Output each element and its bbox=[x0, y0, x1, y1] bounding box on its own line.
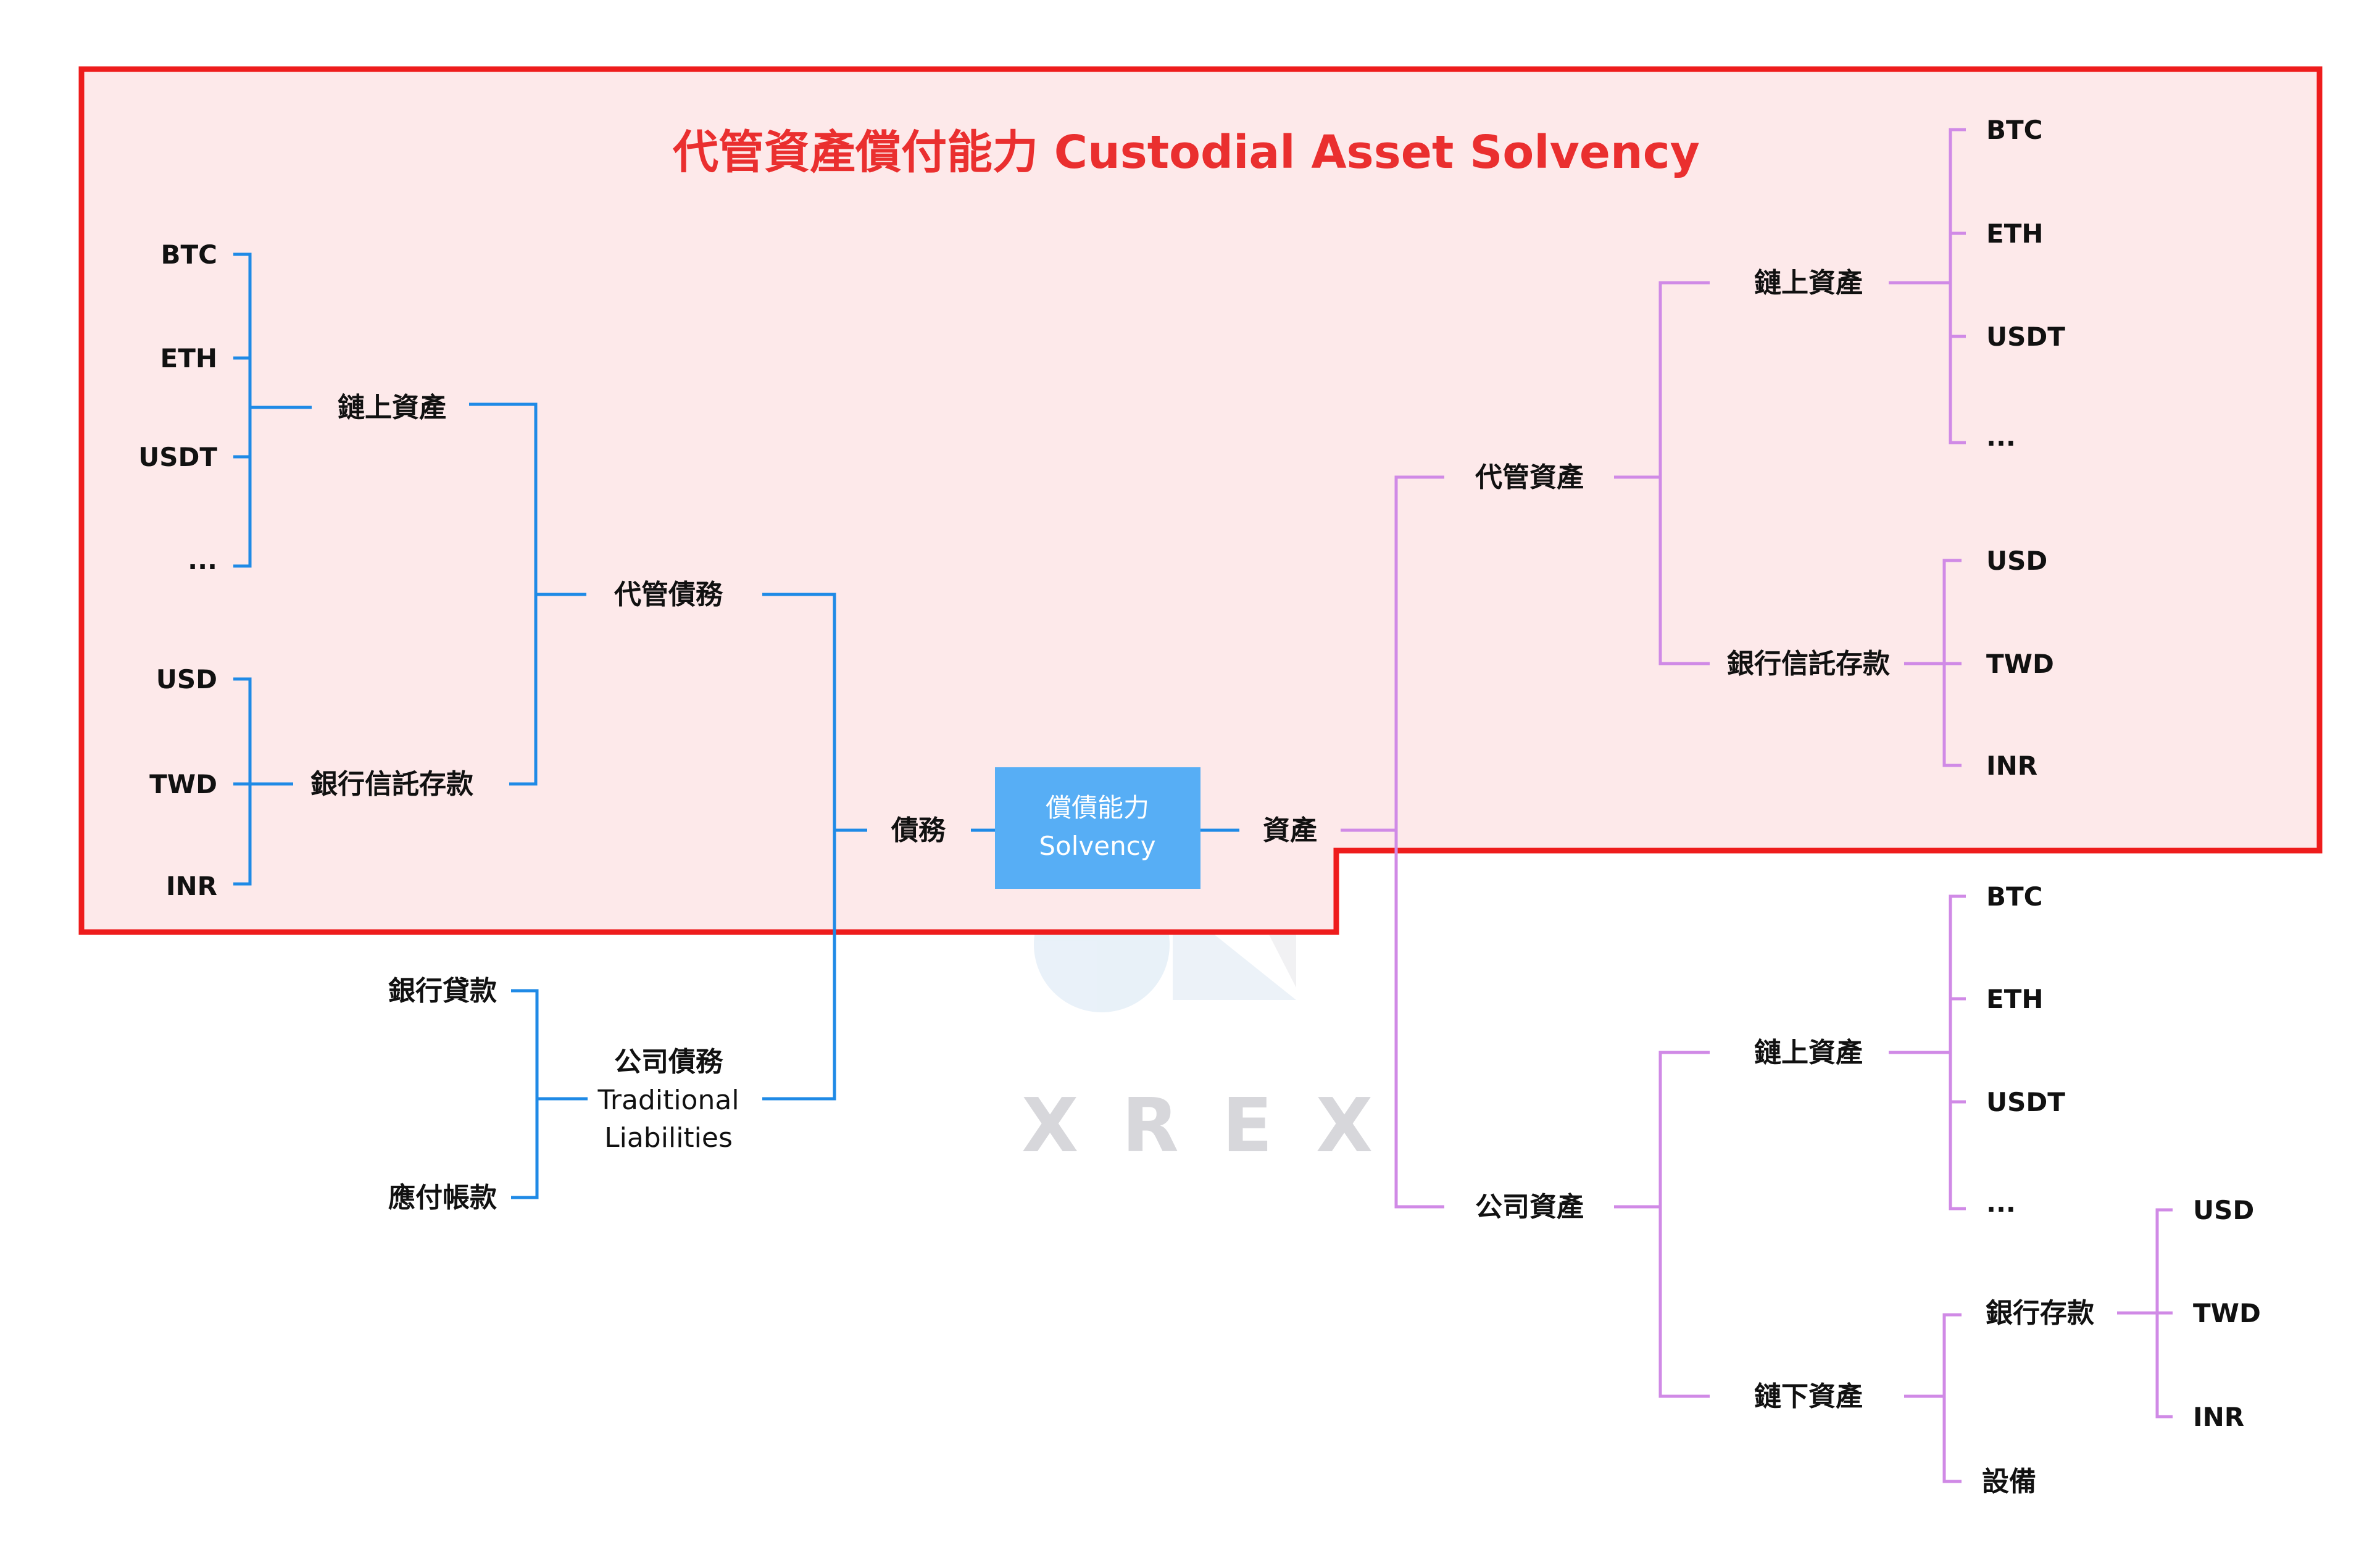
custodial-assets-node: 代管資產 bbox=[1475, 462, 1584, 493]
company-bank-deposits-node: 銀行存款 bbox=[1986, 1298, 2094, 1329]
asset-connectors bbox=[1341, 128, 2173, 1483]
liab-bank-trust-node: 銀行信託存款 bbox=[310, 769, 473, 800]
asset-bank-twd: TWD bbox=[1986, 649, 2054, 679]
liab-onchain-more: ... bbox=[188, 545, 217, 575]
liab-bank-inr: INR bbox=[166, 871, 217, 901]
assets-node: 資產 bbox=[1263, 815, 1317, 846]
solvency-center-label-zh: 償債能力 bbox=[1046, 793, 1149, 823]
xrex-watermark-text: XREX bbox=[1021, 1083, 1416, 1169]
asset-bank-inr: INR bbox=[1986, 751, 2037, 781]
company-equipment-node: 設備 bbox=[1982, 1466, 2036, 1498]
liab-bank-usd: USD bbox=[156, 664, 217, 694]
liabilities-node: 債務 bbox=[891, 815, 946, 846]
liab-onchain-usdt: USDT bbox=[138, 442, 217, 472]
liability-connectors bbox=[233, 252, 1239, 1199]
asset-onchain-eth: ETH bbox=[1986, 219, 2044, 249]
asset-bank-trust-node: 銀行信託存款 bbox=[1727, 648, 1890, 680]
company-onchain-more: ... bbox=[1986, 1188, 2016, 1218]
asset-bank-usd: USD bbox=[1986, 546, 2047, 576]
liab-onchain-assets-node: 鏈上資產 bbox=[338, 392, 446, 423]
company-liabilities-node-en2: Liabilities bbox=[604, 1122, 733, 1154]
accounts-payable-node: 應付帳款 bbox=[388, 1182, 497, 1214]
liab-bank-twd: TWD bbox=[149, 769, 217, 799]
liab-onchain-btc: BTC bbox=[161, 240, 218, 270]
company-liabilities-node-zh: 公司債務 bbox=[614, 1046, 723, 1078]
solvency-center-box bbox=[995, 767, 1200, 889]
company-bank-twd: TWD bbox=[2193, 1298, 2261, 1328]
company-bank-usd: USD bbox=[2193, 1195, 2254, 1225]
custodial-liabilities-node: 代管債務 bbox=[614, 579, 723, 610]
asset-onchain-usdt: USDT bbox=[1986, 322, 2065, 352]
company-onchain-node: 鏈上資產 bbox=[1754, 1037, 1863, 1069]
asset-onchain-node: 鏈上資產 bbox=[1754, 267, 1863, 299]
bank-loans-node: 銀行貸款 bbox=[388, 975, 497, 1007]
asset-onchain-more: ... bbox=[1986, 422, 2016, 452]
asset-onchain-btc: BTC bbox=[1986, 115, 2043, 145]
liab-onchain-eth: ETH bbox=[160, 343, 218, 373]
custodial-highlight-region bbox=[78, 66, 2323, 935]
company-onchain-eth: ETH bbox=[1986, 984, 2044, 1014]
company-offchain-node: 鏈下資產 bbox=[1754, 1381, 1863, 1412]
company-onchain-usdt: USDT bbox=[1986, 1087, 2065, 1117]
company-assets-node: 公司資產 bbox=[1475, 1191, 1584, 1223]
solvency-center-label-en: Solvency bbox=[1039, 831, 1155, 861]
company-liabilities-node-en1: Traditional bbox=[597, 1085, 739, 1116]
company-bank-inr: INR bbox=[2193, 1402, 2244, 1432]
diagram-title: 代管資產償付能力 Custodial Asset Solvency bbox=[672, 126, 1700, 179]
company-onchain-btc: BTC bbox=[1986, 881, 2043, 912]
